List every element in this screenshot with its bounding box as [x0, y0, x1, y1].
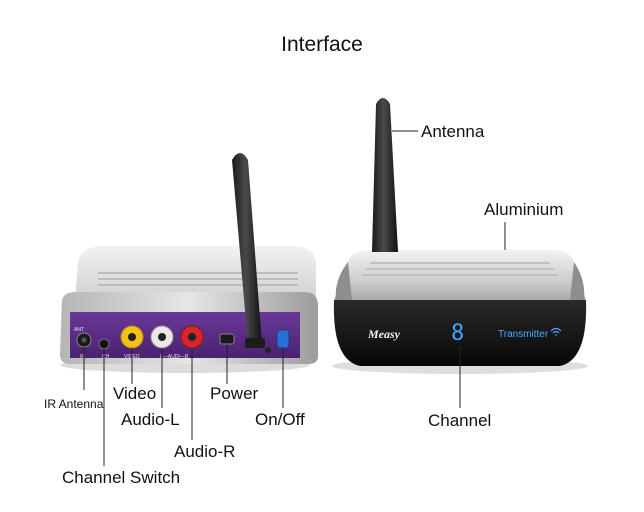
power-jack — [219, 333, 235, 345]
wifi-icon — [550, 327, 562, 336]
label-channel: Channel — [428, 411, 492, 430]
receiver-device: ANT IR CH VIDEO L—AUDI—R — [60, 153, 318, 373]
diagram-title: Interface — [281, 33, 363, 56]
transmitter-front-face — [333, 300, 587, 366]
label-channel-switch: Channel Switch — [62, 468, 181, 487]
brand-logo: Measy — [367, 327, 401, 341]
panel-screw — [265, 347, 271, 353]
rca-audio-r-hole — [188, 333, 196, 341]
print-ch: CH — [102, 354, 110, 360]
label-antenna: Antenna — [421, 122, 485, 141]
transmitter-vent-dots — [362, 262, 558, 276]
label-power: Power — [210, 384, 259, 403]
receiver-antenna-base — [245, 338, 265, 348]
transmitter-side-left — [335, 262, 352, 300]
print-ant: ANT — [74, 327, 84, 333]
rca-audio-l-hole — [158, 333, 166, 341]
on-off-button — [276, 329, 290, 349]
label-audio-r: Audio-R — [174, 442, 236, 461]
transmitter-antenna — [372, 98, 398, 252]
rca-video-hole — [128, 333, 136, 341]
transmitter-side-right — [570, 262, 585, 300]
label-on-off: On/Off — [255, 410, 305, 429]
mode-text: Transmitter — [498, 329, 549, 340]
receiver-vent-dots — [98, 272, 298, 286]
receiver-antenna — [232, 153, 262, 345]
leader-lines — [83, 130, 506, 466]
label-video: Video — [113, 384, 157, 403]
label-audio-l: Audio-L — [121, 410, 180, 429]
label-ir-antenna: IR Antenna — [44, 397, 104, 411]
channel-switch — [98, 338, 110, 350]
channel-display: 8 — [451, 321, 464, 346]
print-audio: L—AUDI—R — [160, 354, 189, 360]
label-aluminium: Aluminium — [484, 200, 564, 219]
ir-antenna-jack-center — [81, 337, 87, 343]
print-ir: IR — [80, 354, 85, 360]
